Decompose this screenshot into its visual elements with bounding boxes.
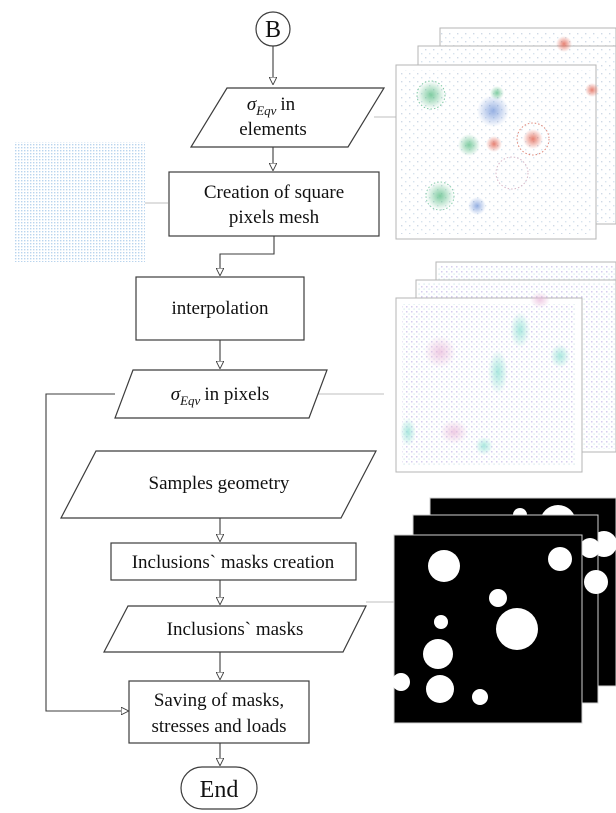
pixel-stress-spot [400,418,416,446]
element-stress-spot [426,182,454,210]
pixel-mesh-line2: pixels mesh [229,207,320,228]
pixel-mesh-line1: Creation of square [204,182,344,203]
element-stress-spot [417,81,445,109]
masks-creation-process [110,542,357,581]
arrow-mesh-to-interpolation [220,236,275,275]
mask-inclusion [496,608,538,650]
pixel-stress-fields [395,261,616,473]
samples-geometry-io [60,450,377,519]
pixel-stress-spot [440,420,468,444]
masks-io [103,605,367,653]
element-stress-spot [523,129,543,149]
mask-inclusion [392,673,410,691]
mask-inclusion [489,589,507,607]
sigma-pixels-subscript: Eqv [179,393,200,408]
illustration-connectors [145,116,396,603]
start-terminator [255,11,291,47]
start-label: B [265,17,281,43]
pixel-mesh-preview [15,142,145,262]
element-stress-ring [416,80,446,110]
element-stress-spot [585,83,599,97]
sigma-elements-io [189,87,386,148]
pixel-mesh-grid [15,142,145,262]
mask-inclusion [472,689,488,705]
element-stress-ring [425,181,455,211]
flow-arrows [45,46,275,765]
sigma-pixels-symbol: σ [171,384,181,405]
element-stress-spot [468,197,486,215]
masks-creation-label: Inclusions` masks creation [132,552,335,573]
element-stress-spot [490,86,504,100]
sigma-elements-line2: elements [239,119,307,140]
pixel-stress-spot [530,292,550,308]
inclusion-masks [392,497,616,724]
pixel-stress-spot [488,350,508,394]
masks-label: Inclusions` masks [167,619,304,640]
arrow-pixels-to-saving [45,393,128,711]
element-stress-spot [486,136,502,152]
mask-inclusion [580,538,600,558]
mask-inclusion [428,550,460,582]
pixel-stress-spot [510,312,530,348]
pixel-stress-spot [424,336,456,368]
element-stress-spot [458,134,480,156]
mask-inclusion [426,675,454,703]
element-stress-fields [395,27,616,240]
pixel-stress-spot [550,344,570,368]
sigma-pixels-io [114,369,328,419]
saving-line2: stresses and loads [151,716,286,737]
mask-inclusion [434,615,448,629]
element-stress-ring [495,156,529,190]
interpolation-label: interpolation [171,298,269,319]
sigma-elements-in: in [280,94,295,115]
saving-process [128,680,310,744]
pixel-mesh-process [168,171,380,237]
element-stress-spot [477,95,509,127]
mask-inclusion [423,639,453,669]
mask-inclusion [548,547,572,571]
sigma-subscript: Eqv [255,103,276,118]
sigma-pixels-text: in pixels [204,384,269,405]
end-label: End [200,777,239,803]
flowchart-shapes [60,11,386,810]
mask-inclusion [584,570,608,594]
sigma-pixels-label: σEqv in pixels [171,384,270,408]
element-stress-ring [516,122,550,156]
saving-line1: Saving of masks, [154,690,284,711]
samples-geometry-label: Samples geometry [149,473,290,494]
sigma-symbol: σ [247,94,257,115]
end-terminator [180,766,258,810]
interpolation-process [135,276,305,341]
element-stress-spot [556,36,572,52]
pixel-stress-spot [475,437,493,455]
